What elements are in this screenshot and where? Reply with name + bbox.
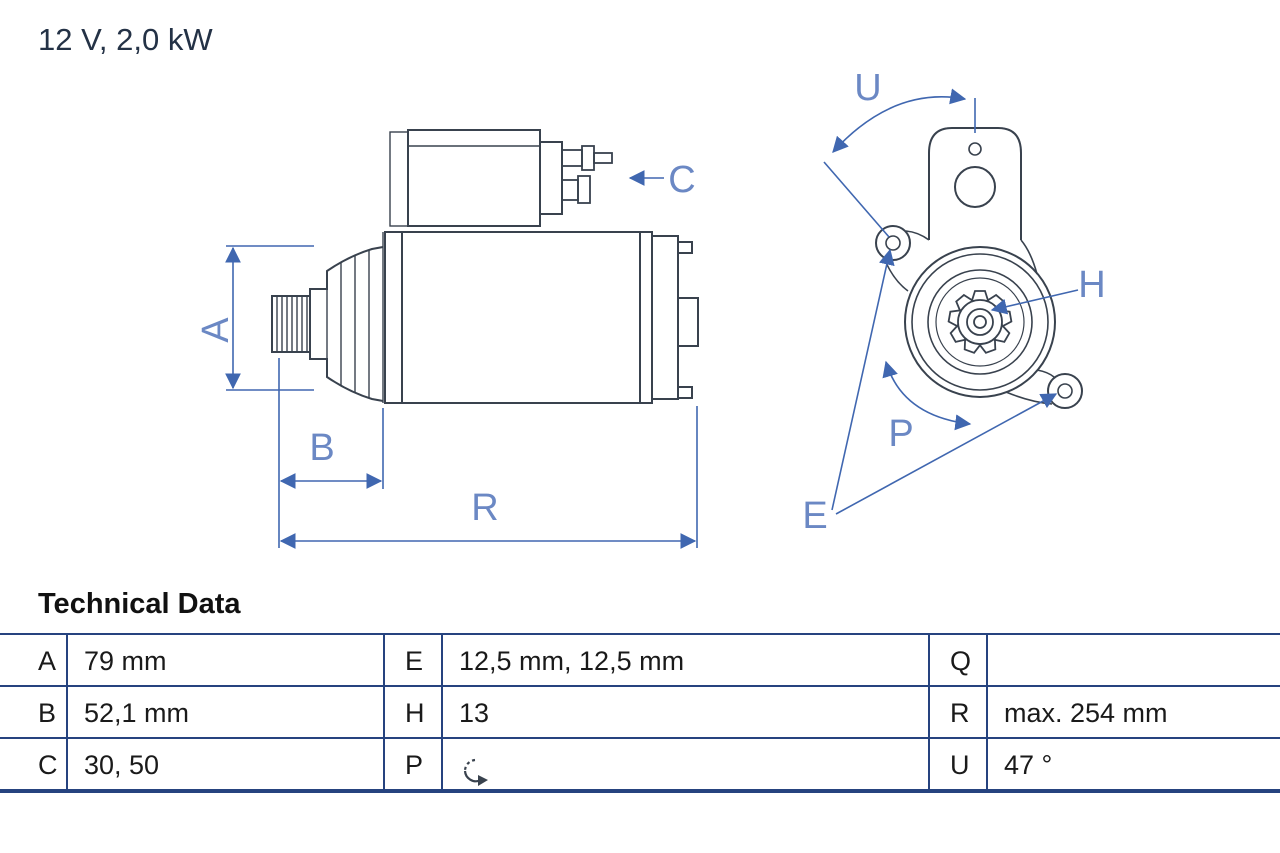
dim-label-h: H [1078, 264, 1105, 306]
dim-A [225, 245, 314, 391]
dim-B [278, 358, 384, 548]
spec-value-c: 30, 50 [68, 739, 385, 791]
spec-key-r: R [930, 687, 988, 739]
spec-key-p: P [385, 739, 443, 791]
spec-key-b: B [0, 687, 68, 739]
terminals [561, 145, 613, 204]
drive-end-housing [309, 246, 384, 402]
technical-data-title: Technical Data [38, 588, 241, 620]
spec-key-h: H [385, 687, 443, 739]
pinion-gear [271, 295, 311, 353]
dim-P [882, 360, 972, 431]
spec-value-b: 52,1 mm [68, 687, 385, 739]
dim-label-b: B [309, 427, 334, 469]
housing-circles [904, 246, 1056, 398]
rotation-direction-icon [463, 758, 488, 786]
spec-value-u: 47 ° [988, 739, 1280, 791]
spec-key-e: E [385, 635, 443, 687]
technical-data-table: A 79 mm E 12,5 mm, 12,5 mm Q B 52,1 mm H… [0, 633, 1280, 793]
spec-key-a: A [0, 635, 68, 687]
dim-R [279, 406, 698, 549]
dim-E [831, 248, 1058, 515]
spec-value-q [988, 635, 1280, 687]
mounting-tab [905, 127, 1038, 275]
mounting-ear-lower-right [1005, 369, 1083, 409]
spec-value-p [443, 739, 930, 791]
dim-label-c: C [668, 159, 695, 201]
front-view [875, 127, 1083, 409]
dim-label-r: R [471, 487, 498, 529]
motor-body [382, 231, 653, 404]
spec-value-h: 13 [443, 687, 930, 739]
spec-value-e: 12,5 mm, 12,5 mm [443, 635, 930, 687]
spec-key-q: Q [930, 635, 988, 687]
dim-H [990, 289, 1079, 315]
dim-label-a: A [195, 317, 237, 343]
spec-key-u: U [930, 739, 988, 791]
dim-U [823, 88, 976, 238]
dim-label-e: E [802, 495, 827, 537]
dimension-labels: A B R C U H P E [195, 67, 1106, 537]
mounting-ear-upper-left [875, 225, 911, 292]
pinion-gear-front [947, 290, 1013, 354]
dim-label-u: U [854, 67, 881, 109]
front-view-dimensions [823, 88, 1079, 515]
dim-label-p: P [888, 413, 913, 455]
solenoid [389, 129, 563, 227]
spec-key-c: C [0, 739, 68, 791]
end-cap [651, 235, 699, 400]
page-title: 12 V, 2,0 kW [38, 22, 213, 57]
spec-value-r: max. 254 mm [988, 687, 1280, 739]
side-view-dimensions [225, 170, 698, 549]
technical-drawing: A B R C U H P E [195, 67, 1106, 549]
side-view [271, 129, 699, 404]
spec-value-a: 79 mm [68, 635, 385, 687]
